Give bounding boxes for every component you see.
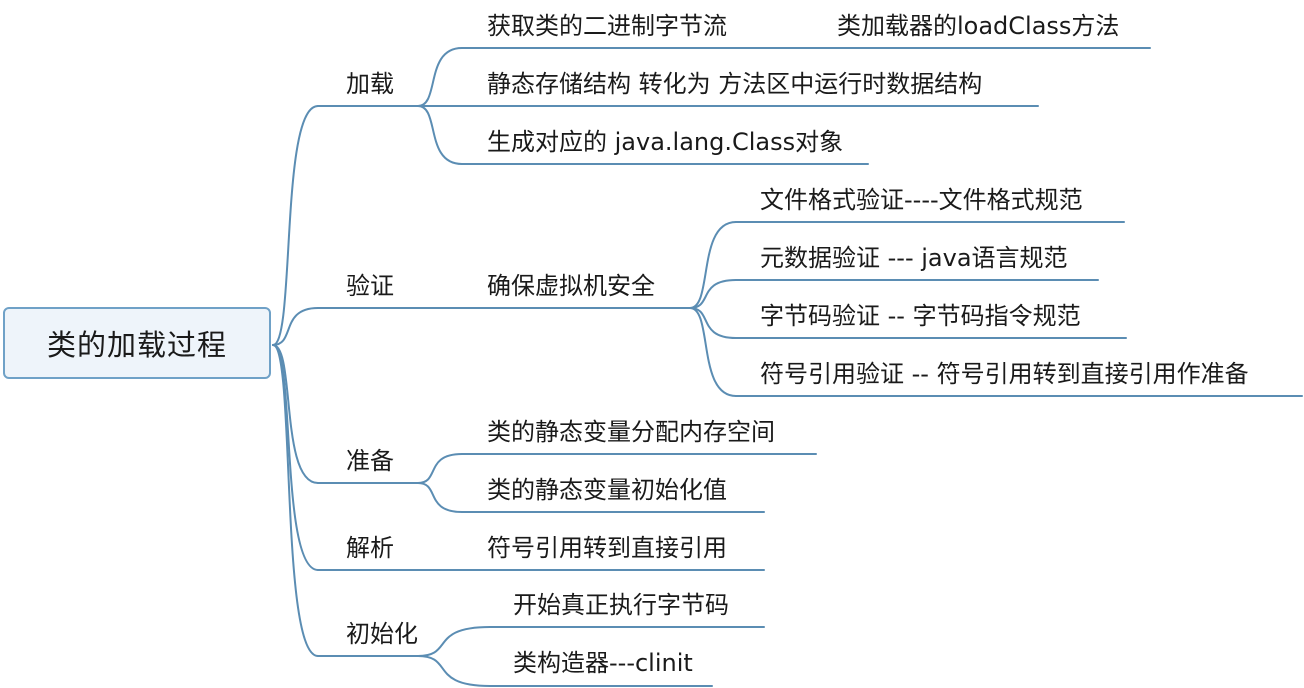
verification-child-curve-0	[689, 221, 737, 309]
initialization-item-clinit[interactable]: 类构造器---clinit	[513, 649, 693, 677]
verification-child-bytecode[interactable]: 字节码验证 -- 字节码指令规范	[760, 302, 1081, 330]
initialization-item-execute[interactable]: 开始真正执行字节码	[513, 591, 729, 619]
preparation-item-allocate[interactable]: 类的静态变量分配内存空间	[487, 418, 775, 446]
root-topic[interactable]: 类的加载过程	[3, 307, 271, 379]
verification-child-curve-1	[689, 279, 737, 309]
stage-initialization[interactable]: 初始化	[346, 620, 418, 648]
initialization-sub-curve-0	[417, 626, 491, 657]
stage-resolution[interactable]: 解析	[346, 534, 394, 562]
verification-child-symbol-ref[interactable]: 符号引用验证 -- 符号引用转到直接引用作准备	[760, 360, 1249, 388]
root-topic-label: 类的加载过程	[46, 328, 227, 362]
stage-verification[interactable]: 验证	[346, 272, 394, 300]
loading-item-note[interactable]: 类加载器的loadClass方法	[837, 12, 1120, 40]
loading-item-binary-stream[interactable]: 获取类的二进制字节流	[487, 12, 727, 40]
verification-child-file-format[interactable]: 文件格式验证----文件格式规范	[760, 186, 1083, 214]
branch-initialization-curve	[272, 344, 319, 657]
verification-child-curve-3	[689, 307, 737, 397]
preparation-sub-curve-1	[417, 482, 463, 513]
branch-resolution-curve	[272, 344, 319, 571]
loading-sub-curve-2	[417, 105, 463, 165]
branch-loading-curve	[272, 105, 319, 346]
loading-item-structure[interactable]: 静态存储结构 转化为 方法区中运行时数据结构	[487, 70, 983, 98]
verification-child-metadata[interactable]: 元数据验证 --- java语言规范	[760, 244, 1068, 272]
branch-verification-curve	[272, 307, 319, 346]
resolution-item[interactable]: 符号引用转到直接引用	[487, 534, 727, 562]
loading-item-class-object[interactable]: 生成对应的 java.lang.Class对象	[487, 128, 844, 156]
preparation-item-init-value[interactable]: 类的静态变量初始化值	[487, 476, 727, 504]
initialization-sub-curve-1	[417, 655, 491, 687]
stage-preparation[interactable]: 准备	[346, 447, 394, 475]
verification-item-vm-safety[interactable]: 确保虚拟机安全	[487, 272, 655, 300]
verification-child-curve-2	[689, 307, 737, 339]
preparation-sub-curve-0	[417, 453, 463, 484]
loading-sub-curve-0	[417, 47, 463, 107]
stage-loading[interactable]: 加载	[346, 70, 394, 98]
branch-preparation-curve	[272, 344, 319, 484]
